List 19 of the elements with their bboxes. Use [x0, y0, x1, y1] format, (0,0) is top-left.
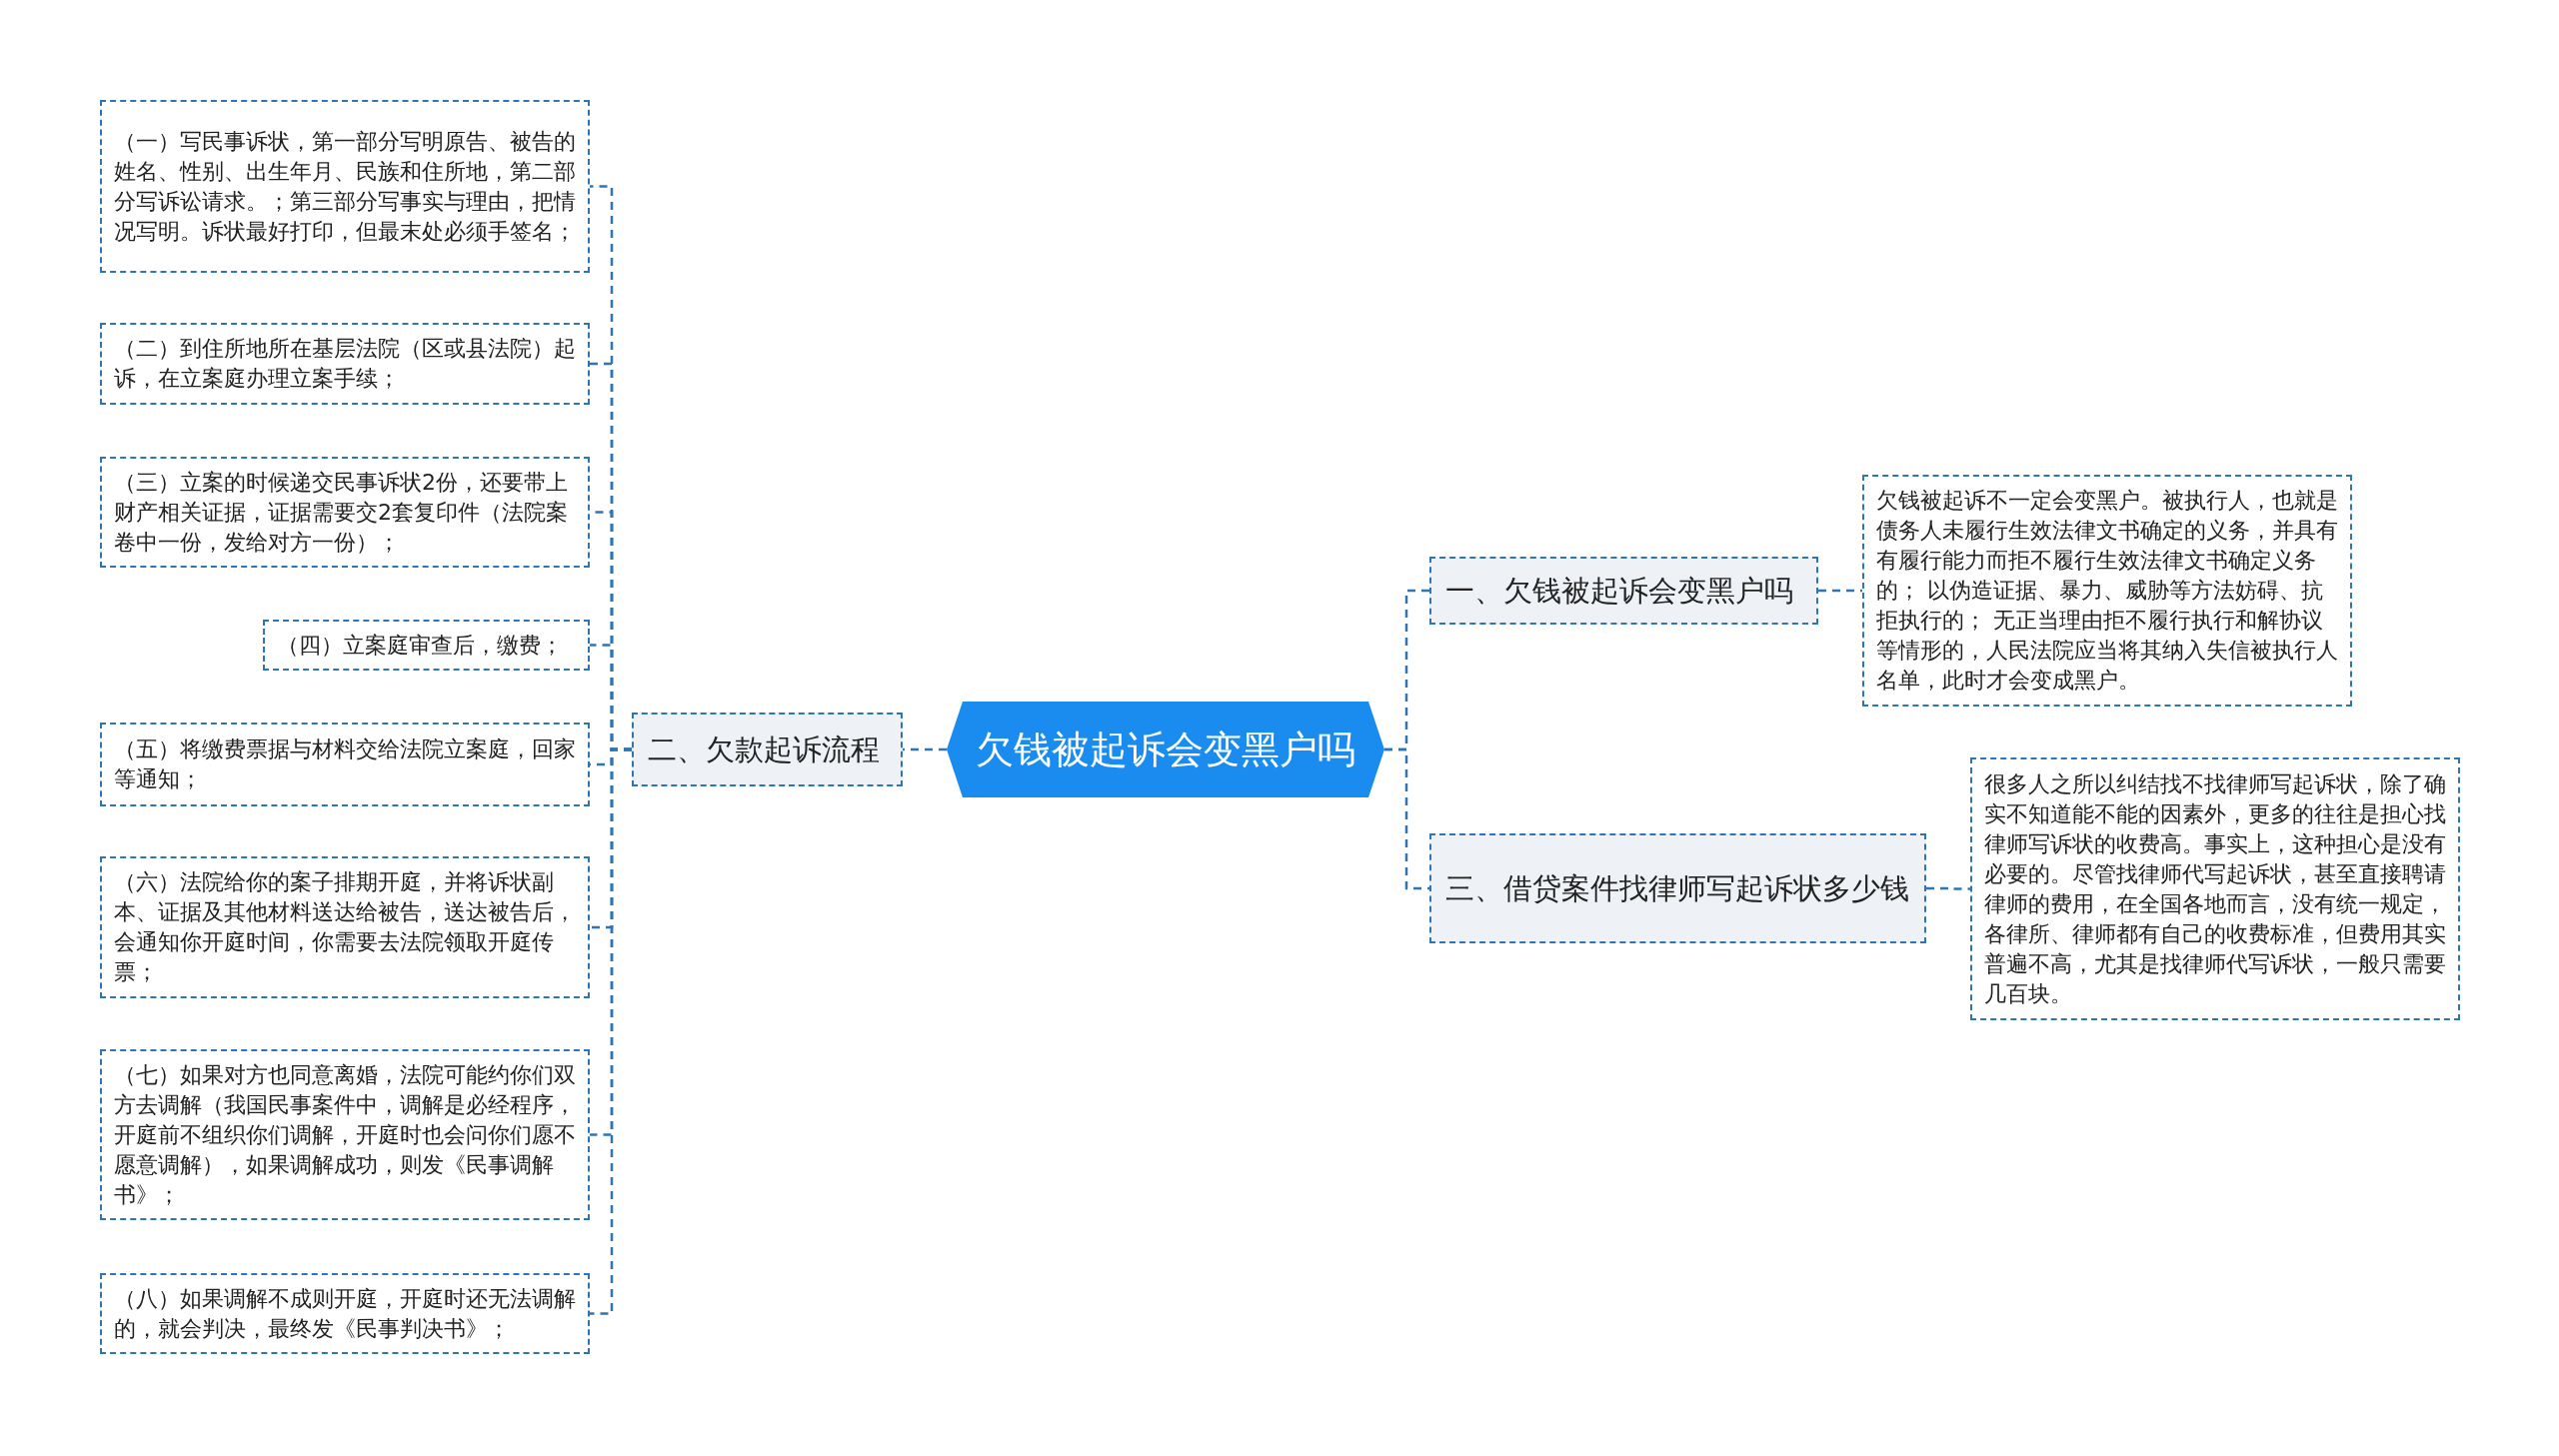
connector	[590, 747, 632, 1315]
text-box: 欠钱被起诉不一定会变黑户。被执行人，也就是债务人未履行生效法律文书确定的义务，并具有有履行能力而拒不履行生效法律文书确定义务的； 以伪造证据、暴力、威胁等方法妨碍、抗拒执行的； 无正当理由拒不履行执行和解协议等情形的，人民法院应当将其纳入失信被执行人名单，此时才会变成黑户。	[1862, 475, 2352, 707]
connector	[1926, 886, 1970, 890]
central-topic: 欠钱被起诉会变黑户吗	[947, 702, 1384, 797]
connector	[903, 747, 947, 751]
connector	[1818, 589, 1862, 593]
text-box: 很多人之所以纠结找不找律师写起诉状，除了确实不知道能不能的因素外，更多的往往是担心找律师写诉状的收费高。事实上，这种担心是没有必要的。尽管找律师代写起诉状，甚至直接聘请律师的费用，在全国各地而言，没有统一规定，各律所、律师都有自己的收费标准，但费用其实普遍不高，尤其是找律师代写诉状，一般只需要几百块。	[1970, 757, 2460, 1020]
connector	[1384, 747, 1429, 890]
text-box: （四）立案庭审查后，缴费；	[263, 620, 590, 671]
text-box: （六）法院给你的案子排期开庭，并将诉状副本、证据及其他材料送达给被告，送达被告后，会通知你开庭时间，你需要去法院领取开庭传票；	[100, 856, 590, 998]
text-box: （七）如果对方也同意离婚，法院可能约你们双方去调解（我国民事案件中，调解是必经程序，开庭前不组织你们调解，开庭时也会问你们愿不愿意调解），如果调解成功，则发《民事调解书》；	[100, 1049, 590, 1220]
text-box: （五）将缴费票据与材料交给法院立案庭，回家等通知；	[100, 723, 590, 806]
text-box: （八）如果调解不成则开庭，开庭时还无法调解的，就会判决，最终发《民事判决书》；	[100, 1273, 590, 1354]
text-box: （一）写民事诉状，第一部分写明原告、被告的姓名、性别、出生年月、民族和住所地，第二部分写诉讼请求。；第三部分写事实与理由，把情况写明。诉状最好打印，但最末处必须手签名；	[100, 100, 590, 273]
topic-box: 二、欠款起诉流程	[632, 713, 903, 786]
topic-box: 三、借贷案件找律师写起诉状多少钱	[1429, 833, 1926, 943]
text-box: （二）到住所地所在基层法院（区或县法院）起诉，在立案庭办理立案手续；	[100, 323, 590, 405]
topic-box: 一、欠钱被起诉会变黑户吗	[1429, 557, 1818, 625]
text-box: （三）立案的时候递交民事诉状2份，还要带上财产相关证据，证据需要交2套复印件（法院案卷中一份，发给对方一份）；	[100, 457, 590, 568]
